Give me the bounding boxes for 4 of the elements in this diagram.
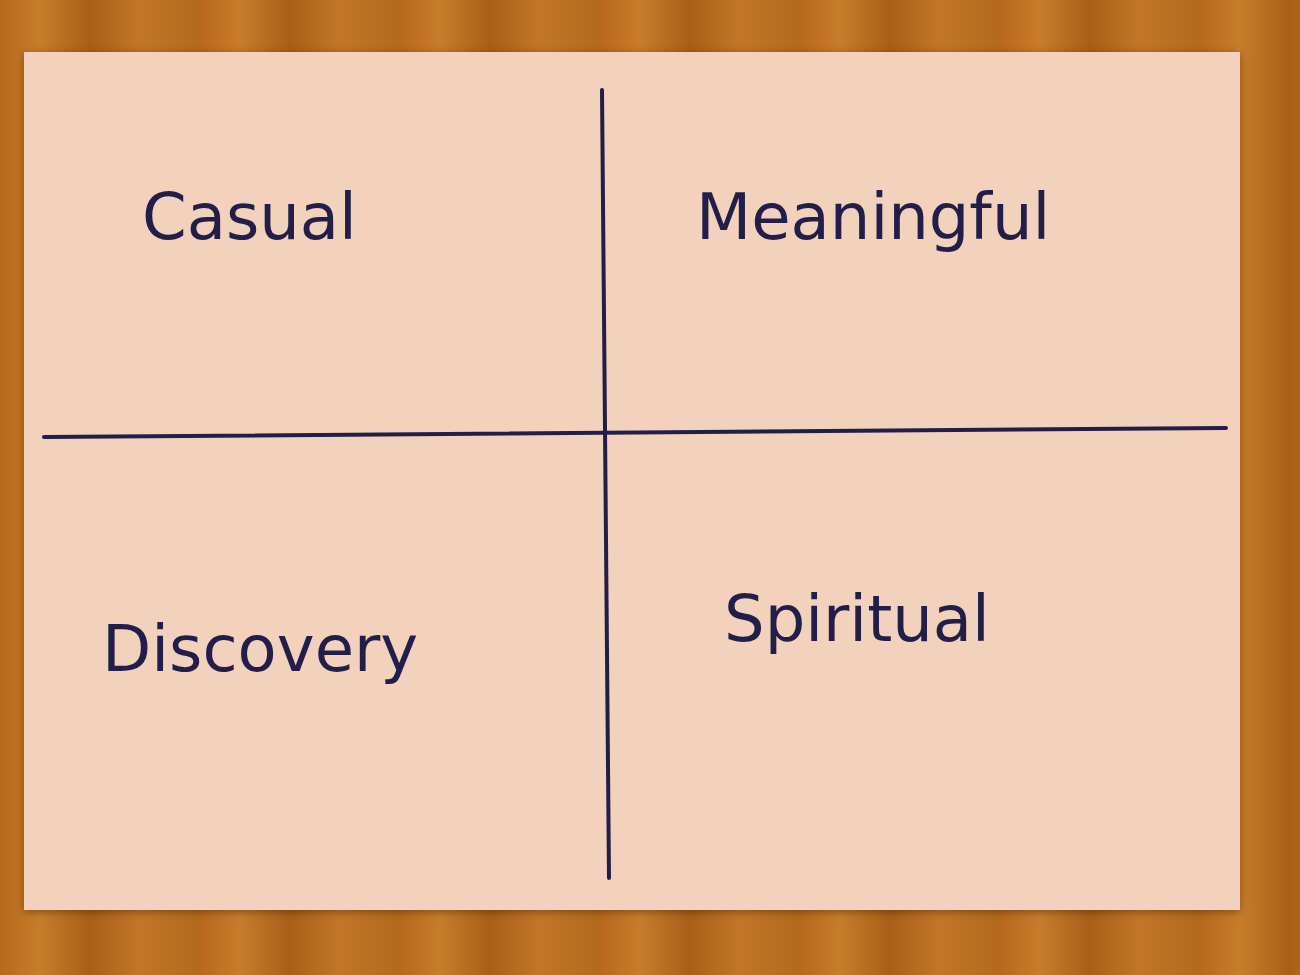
quadrant-label: Spiritual [724, 582, 990, 656]
quadrant-label: Casual [142, 180, 357, 254]
quadrant-label: Discovery [102, 612, 419, 686]
quadrant-label: Meaningful [696, 180, 1051, 254]
